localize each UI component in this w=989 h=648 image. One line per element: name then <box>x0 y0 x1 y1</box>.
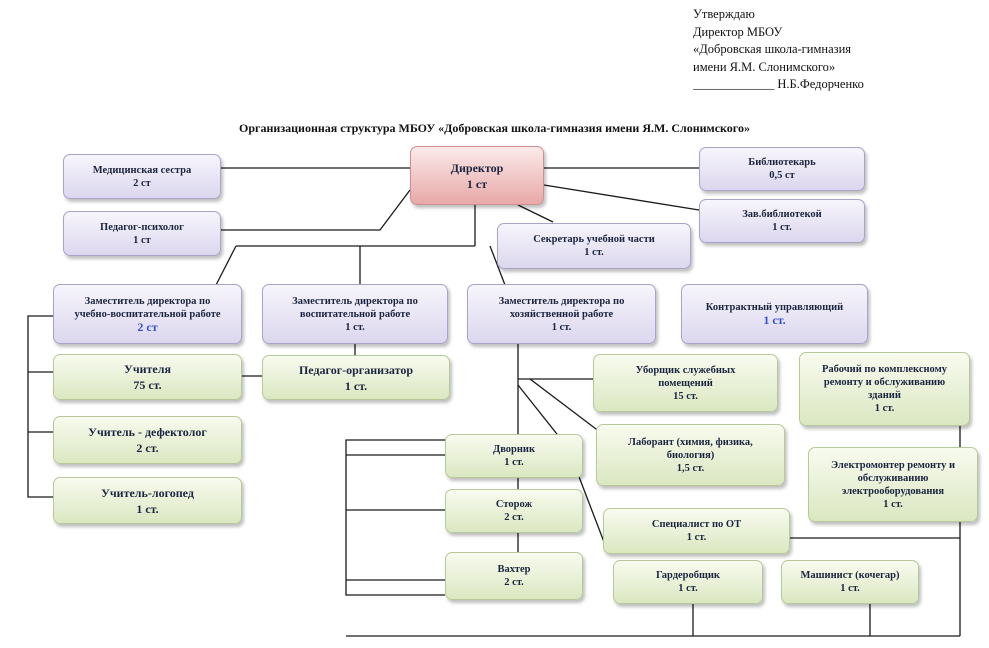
approval-block: Утверждаю Директор МБОУ «Добровская школ… <box>693 6 933 94</box>
stoker-title: Машинист (кочегар) <box>800 570 900 581</box>
secretary-title: Секретарь учебной части <box>533 234 655 245</box>
guard-rate: 2 ст. <box>504 512 524 523</box>
deputy-upbringing-title-line2: воспитательной работе <box>299 308 411 320</box>
organizer-rate: 1 ст. <box>344 378 368 393</box>
approval-line: имени Я.М. Слонимского» <box>693 59 836 74</box>
approval-line: «Добровская школа-гимназия <box>693 42 852 56</box>
cloakroom-rate: 1 ст. <box>678 583 698 594</box>
connector <box>529 378 601 433</box>
deputy-admin-box: Заместитель директора по хозяйственной р… <box>467 284 656 344</box>
deputy-edu-title-line2: учебно-воспитательной работе <box>74 308 221 320</box>
chart-title: Организационная структура МБОУ «Добровск… <box>239 121 750 135</box>
connector <box>543 184 700 211</box>
organizer-box: Педагог-организатор 1 ст. <box>262 355 450 400</box>
deputy-edu-title: Заместитель директора по <box>84 295 211 307</box>
cleaner-title: Уборщик служебных <box>635 364 736 376</box>
librarian-rate: 0,5 ст <box>769 170 795 181</box>
library-head-box: Зав.библиотекой 1 ст. <box>699 199 865 243</box>
cloakroom-title: Гардеробщик <box>656 570 720 581</box>
contract-manager-rate: 1 ст. <box>763 313 786 327</box>
contract-manager-box: Контрактный управляющий 1 ст. <box>681 284 868 344</box>
worker-box: Рабочий по комплексному ремонту и обслуж… <box>799 352 970 426</box>
safety-specialist-rate: 1 ст. <box>686 532 707 543</box>
safety-specialist-box: Специалист по ОТ 1 ст. <box>603 508 790 554</box>
speech-therapist-title: Учитель-логопед <box>101 485 194 500</box>
janitor-title: Дворник <box>492 444 536 455</box>
director-rate: 1 ст <box>466 176 488 191</box>
deputy-upbringing-box: Заместитель директора по воспитательной … <box>262 284 448 344</box>
electrician-title-line2: обслуживанию <box>857 472 929 484</box>
janitor-rate: 1 ст. <box>504 457 524 468</box>
guard-box: Сторож 2 ст. <box>445 489 583 533</box>
electrician-title-line3: электрооборудования <box>841 485 945 497</box>
psychologist-title: Педагог-психолог <box>100 221 184 233</box>
stoker-box: Машинист (кочегар) 1 ст. <box>781 560 919 604</box>
watchman-box: Вахтер 2 ст. <box>445 552 583 600</box>
watchman-title: Вахтер <box>497 564 531 575</box>
electrician-box: Электромонтер ремонту и обслуживанию эле… <box>808 447 978 522</box>
connector <box>517 204 554 223</box>
approval-line: Директор МБОУ <box>693 24 783 39</box>
electrician-rate: 1 ст. <box>883 498 903 510</box>
nurse-title: Медицинская сестра <box>92 164 192 176</box>
deputy-edu-rate: 2 ст <box>137 319 158 334</box>
lab-assistant-box: Лаборант (химия, физика, биология) 1,5 с… <box>596 424 785 486</box>
library-head-rate: 1 ст. <box>772 222 792 233</box>
connector <box>27 315 53 498</box>
organizer-title: Педагог-организатор <box>298 362 414 377</box>
deputy-admin-title-line2: хозяйственной работе <box>509 308 614 320</box>
worker-title-line2: ремонту и обслуживанию <box>823 377 946 388</box>
deputy-edu-box: Заместитель директора по учебно-воспитат… <box>53 284 242 344</box>
director-box: Директор 1 ст <box>410 146 544 205</box>
worker-title-line3: зданий <box>868 390 901 401</box>
speech-therapist-box: Учитель-логопед 1 ст. <box>53 477 242 524</box>
lab-assistant-rate: 1,5 ст. <box>676 462 705 474</box>
teachers-box: Учителя 75 ст. <box>53 354 242 400</box>
approval-line: Утверждаю <box>693 7 755 21</box>
guard-title: Сторож <box>495 499 533 510</box>
deputy-upbringing-title: Заместитель директора по <box>292 295 418 307</box>
defectologist-title: Учитель - дефектолог <box>88 425 207 439</box>
deputy-admin-title: Заместитель директора по <box>498 295 625 307</box>
director-title: Директор <box>450 160 504 175</box>
electrician-title: Электромонтер ремонту и <box>830 459 956 471</box>
defectologist-rate: 2 ст. <box>136 441 159 455</box>
worker-rate: 1 ст. <box>874 403 895 414</box>
speech-therapist-rate: 1 ст. <box>136 501 159 516</box>
library-head-title: Зав.библиотекой <box>742 209 822 220</box>
teachers-rate: 75 ст. <box>133 378 162 392</box>
worker-title: Рабочий по комплексному <box>822 364 947 375</box>
defectologist-box: Учитель - дефектолог 2 ст. <box>53 416 242 464</box>
psychologist-rate: 1 ст <box>133 234 151 246</box>
stoker-rate: 1 ст. <box>840 583 860 594</box>
cleaner-rate: 15 ст. <box>673 390 698 402</box>
psychologist-box: Педагог-психолог 1 ст <box>63 211 221 256</box>
connector <box>220 189 411 231</box>
deputy-upbringing-rate: 1 ст. <box>345 321 365 333</box>
deputy-admin-rate: 1 ст. <box>551 321 572 333</box>
secretary-rate: 1 ст. <box>584 247 604 258</box>
janitor-box: Дворник 1 ст. <box>445 434 583 478</box>
nurse-rate: 2 ст <box>133 177 151 189</box>
safety-specialist-title: Специалист по ОТ <box>651 519 742 530</box>
connector <box>215 245 237 286</box>
cleaner-box: Уборщик служебных помещений 15 ст. <box>593 354 778 412</box>
approval-line: _____________ Н.Б.Федорченко <box>693 77 864 91</box>
watchman-rate: 2 ст. <box>504 577 524 588</box>
connector <box>345 439 518 596</box>
cleaner-title-line2: помещений <box>658 377 713 389</box>
contract-manager-title: Контрактный управляющий <box>705 302 844 313</box>
teachers-title: Учителя <box>124 362 171 376</box>
lab-assistant-title-line2: биология) <box>666 449 715 461</box>
nurse-box: Медицинская сестра 2 ст <box>63 154 221 199</box>
lab-assistant-title: Лаборант (химия, физика, <box>628 436 753 448</box>
librarian-box: Библиотекарь 0,5 ст <box>699 147 865 191</box>
librarian-title: Библиотекарь <box>748 157 816 168</box>
secretary-box: Секретарь учебной части 1 ст. <box>497 223 691 269</box>
cloakroom-box: Гардеробщик 1 ст. <box>613 560 763 604</box>
